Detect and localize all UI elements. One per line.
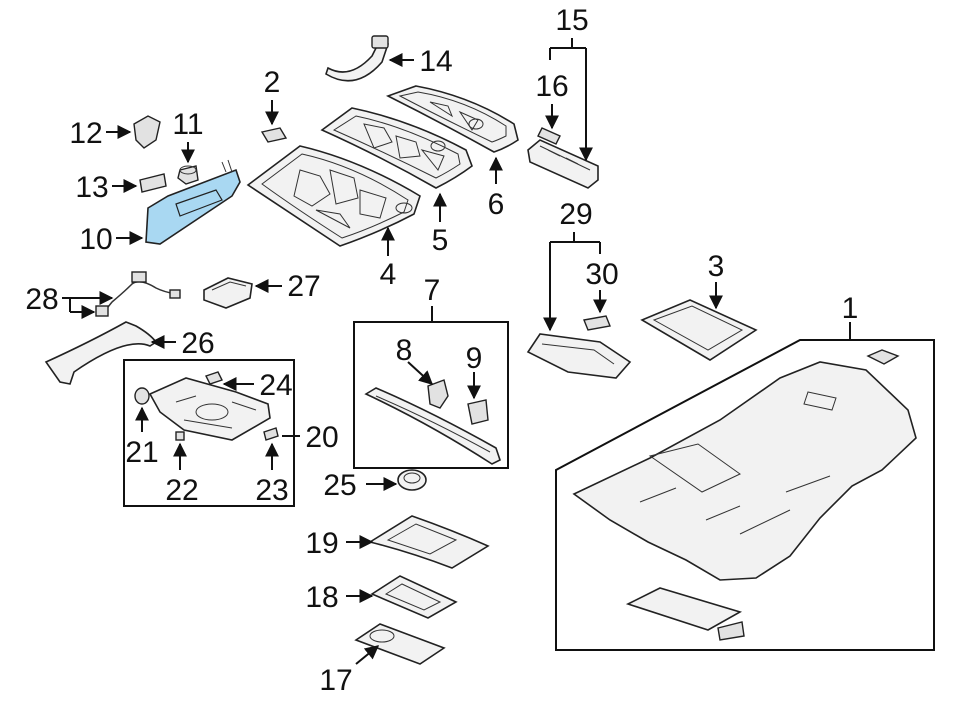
callout-29: 29 — [559, 198, 592, 231]
lens-panel-17 — [354, 623, 446, 665]
callout-23: 23 — [255, 474, 288, 507]
lens-panel-19 — [367, 515, 490, 569]
callout-7: 7 — [424, 274, 441, 307]
dome-light-part — [526, 315, 632, 379]
grab-handle-part — [325, 35, 389, 82]
callout-24: 24 — [259, 369, 292, 402]
callout-3: 3 — [708, 250, 725, 283]
callout-10: 10 — [79, 223, 112, 256]
knob-part — [397, 469, 427, 491]
callout-21: 21 — [125, 436, 158, 469]
callout-4: 4 — [380, 258, 397, 291]
callout-5: 5 — [432, 224, 449, 257]
callout-1: 1 — [842, 292, 859, 325]
callout-19: 19 — [305, 527, 338, 560]
screw-part — [177, 165, 199, 185]
callout-9: 9 — [466, 342, 483, 375]
callout-16: 16 — [535, 70, 568, 103]
callout-28: 28 — [25, 283, 58, 316]
group-box-20 — [123, 359, 295, 507]
wire-harness-part — [95, 271, 181, 317]
map-light-part — [527, 139, 599, 189]
callout-14: 14 — [419, 45, 452, 78]
glass-part — [640, 299, 758, 361]
cover-part — [203, 277, 253, 309]
bulb-part — [537, 127, 561, 145]
connector-part — [133, 115, 161, 149]
callout-27: 27 — [287, 270, 320, 303]
headliner-part — [572, 349, 917, 641]
leader-lines — [62, 38, 851, 665]
roof-panel-6 — [385, 85, 519, 153]
callout-15: 15 — [555, 4, 588, 37]
roof-panel-5 — [320, 107, 473, 189]
callout-12: 12 — [69, 117, 102, 150]
callout-26: 26 — [181, 327, 214, 360]
trim-strip-part — [44, 321, 158, 385]
callout-11: 11 — [172, 108, 203, 141]
headliner-box — [555, 339, 935, 651]
sun-visor-part — [145, 159, 241, 245]
roof-panel-4 — [246, 145, 421, 247]
callout-20: 20 — [305, 421, 338, 454]
callout-17: 17 — [319, 664, 352, 697]
callout-6: 6 — [488, 188, 505, 221]
callout-2: 2 — [264, 66, 281, 99]
callout-22: 22 — [165, 474, 198, 507]
rail-part — [364, 379, 501, 465]
callout-30: 30 — [585, 258, 618, 291]
lens-panel-18 — [370, 575, 458, 619]
console-part — [134, 371, 279, 441]
holder-part — [139, 173, 167, 193]
clip-part — [260, 127, 288, 143]
callout-25: 25 — [323, 469, 356, 502]
callout-8: 8 — [396, 334, 413, 367]
callout-labels: 15 16 14 2 12 11 13 10 4 5 6 29 30 3 1 2… — [25, 4, 858, 697]
callout-18: 18 — [305, 581, 338, 614]
callout-13: 13 — [75, 171, 108, 204]
